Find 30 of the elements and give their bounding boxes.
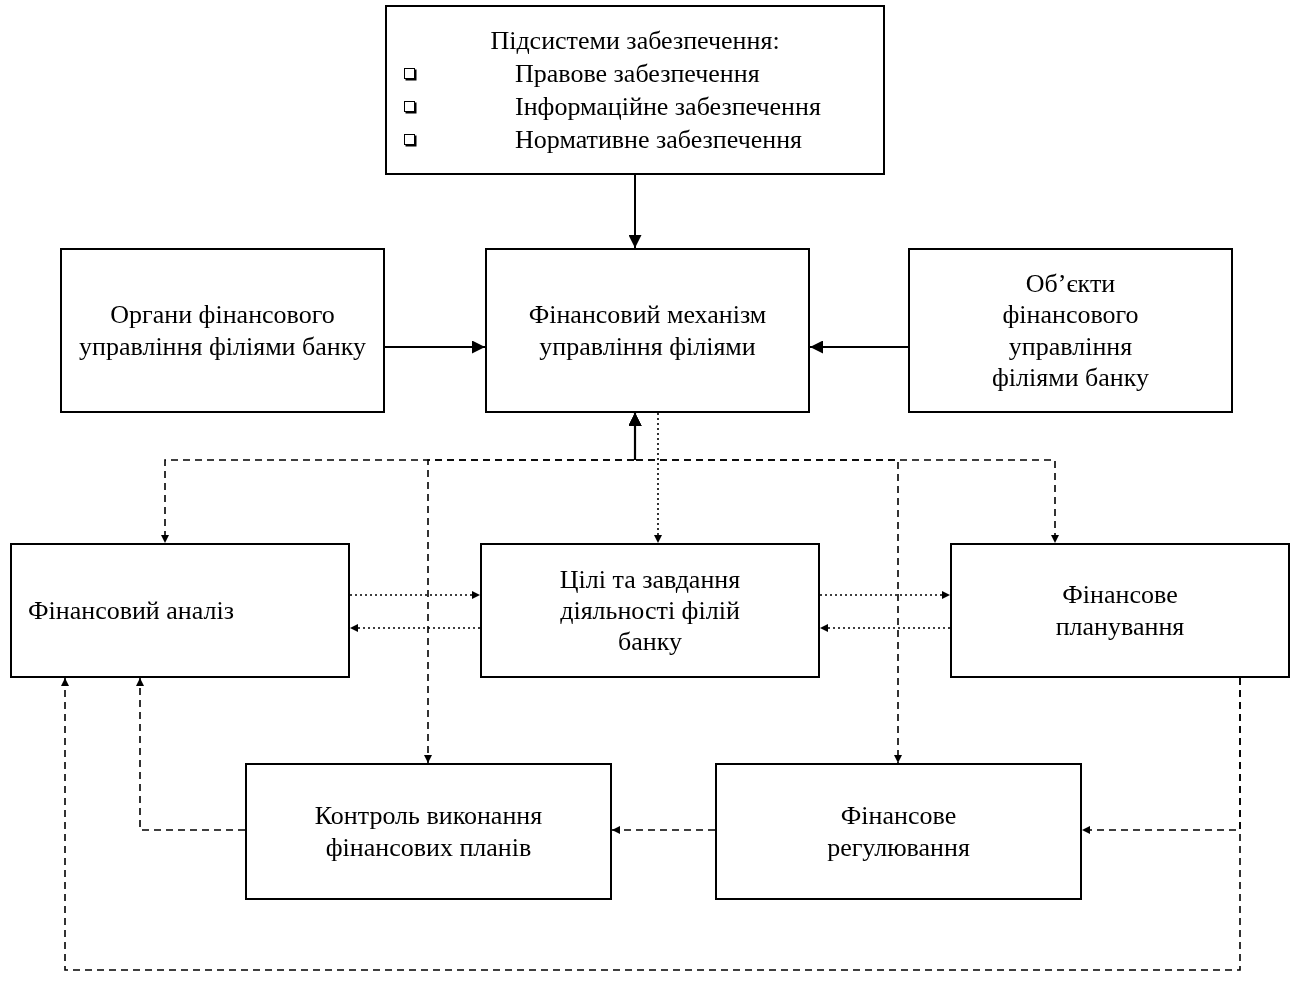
box-text: Органи фінансового управління філіями банку: [78, 299, 367, 362]
process-box: [245, 763, 612, 900]
box-text: Фінансове регулювання: [826, 800, 971, 863]
box-text: Об’єкти фінансового управління філіями банку: [990, 268, 1150, 393]
arrow: [809, 340, 909, 354]
arrow: [349, 624, 481, 632]
process-box: [950, 543, 1290, 678]
process-box: [908, 248, 1233, 413]
arrow: [136, 677, 246, 831]
arrow: [61, 677, 1241, 971]
box-text: Фінансовий аналіз: [28, 594, 234, 627]
list-item: Правове забезпечення: [515, 57, 760, 89]
process-box: [60, 248, 385, 413]
box-text: Контроль виконання фінансових планів: [313, 800, 544, 863]
arrow: [628, 174, 642, 249]
box-text: Фінансове планування: [1054, 579, 1186, 642]
box-heading: Підсистеми забезпечення:: [490, 24, 780, 56]
arrow: [611, 826, 716, 834]
process-box: [715, 763, 1082, 900]
arrow: [819, 624, 951, 632]
box-text: Фінансовий механізм управління філіями: [527, 299, 768, 362]
process-box: [485, 248, 810, 413]
list-item: Нормативне забезпечення: [515, 124, 803, 156]
box-text: Цілі та завдання діяльності філій банку: [558, 563, 742, 658]
arrow: [384, 340, 486, 354]
process-box: [10, 543, 350, 678]
list-item: Інформаційне забезпечення: [515, 91, 821, 123]
process-box: [385, 5, 885, 175]
process-box: [480, 543, 820, 678]
arrow: [654, 412, 662, 544]
